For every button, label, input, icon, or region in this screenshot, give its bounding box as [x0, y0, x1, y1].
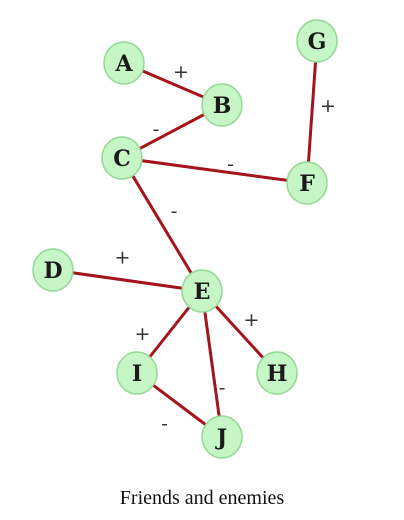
- node-circle: [256, 351, 298, 395]
- node-label: J: [215, 425, 227, 451]
- node-label: D: [43, 258, 62, 284]
- edge-sign-b-c: -: [153, 119, 160, 141]
- node-i: I: [116, 351, 158, 395]
- node-circle: [286, 161, 328, 205]
- edge-sign-c-f: -: [227, 154, 234, 176]
- edge-sign-i-j: -: [161, 413, 168, 435]
- edge-sign-e-i: +: [135, 323, 151, 345]
- node-label: A: [114, 51, 133, 77]
- node-circle: [103, 41, 145, 85]
- edge-signs-layer: + - - + - + + - + -: [115, 61, 336, 435]
- nodes-layer: A B C D E F G H I J: [32, 19, 338, 459]
- edge-sign-c-e: -: [171, 201, 178, 223]
- edge-sign-a-b: +: [173, 61, 189, 83]
- edge-g-f: [305, 39, 319, 185]
- node-circle: [201, 415, 243, 459]
- node-circle: [32, 248, 74, 292]
- node-g: G: [296, 19, 338, 63]
- node-circle: [296, 19, 338, 63]
- node-h: H: [256, 351, 298, 395]
- edge-d-e: [51, 268, 204, 293]
- node-b: B: [201, 83, 243, 127]
- node-a: A: [103, 41, 145, 85]
- node-j: J: [201, 415, 243, 459]
- node-label: C: [113, 146, 131, 172]
- edge-c-f: [120, 156, 309, 185]
- edge-c-e: [120, 156, 204, 293]
- node-circle: [181, 269, 223, 313]
- edge-e-j: [200, 289, 224, 439]
- node-label: E: [194, 279, 211, 305]
- diagram-caption: Friends and enemies: [119, 487, 285, 509]
- node-e: E: [181, 269, 223, 313]
- node-label: H: [267, 361, 288, 387]
- edge-sign-e-j: -: [219, 377, 226, 399]
- node-label: I: [132, 361, 142, 387]
- node-label: F: [299, 171, 315, 197]
- node-circle: [201, 83, 243, 127]
- node-circle: [116, 351, 158, 395]
- node-label: B: [213, 93, 232, 119]
- edge-sign-d-e: +: [115, 247, 131, 269]
- edge-sign-e-h: +: [244, 309, 260, 331]
- node-circle: [101, 136, 143, 180]
- node-c: C: [101, 136, 143, 180]
- edge-sign-g-f: +: [320, 95, 336, 117]
- node-f: F: [286, 161, 328, 205]
- node-label: G: [308, 29, 327, 55]
- node-d: D: [32, 248, 74, 292]
